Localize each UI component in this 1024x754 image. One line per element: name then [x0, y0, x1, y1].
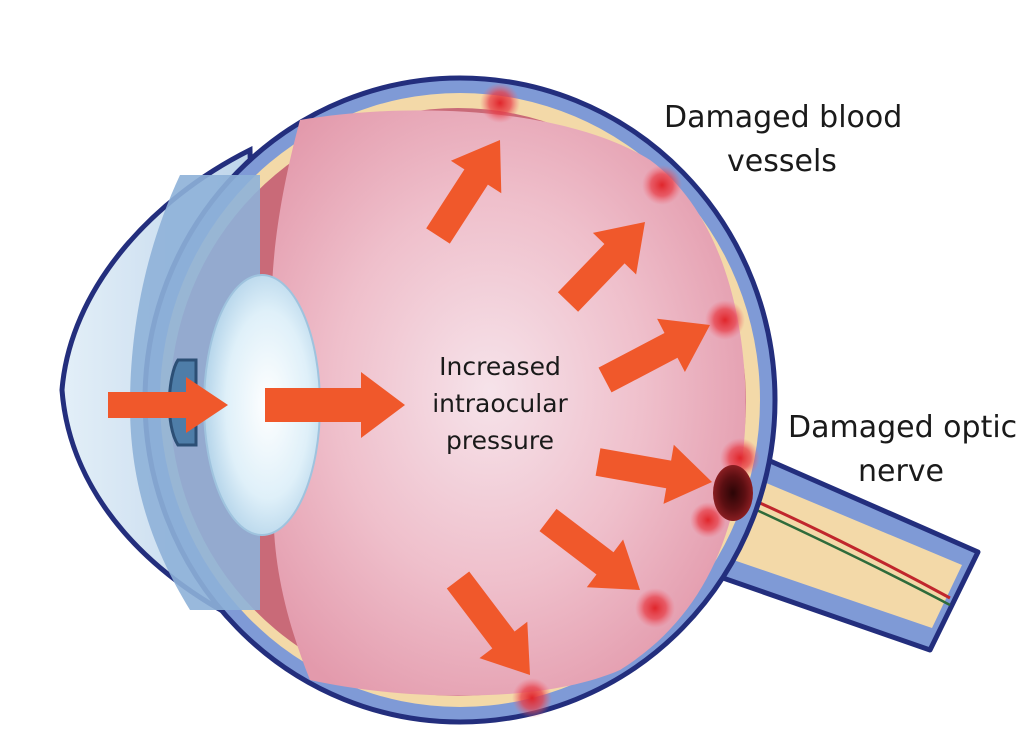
label-line: Damaged blood: [664, 100, 903, 135]
damaged-vessel-lesion: [690, 502, 726, 538]
pressure-arrow: [539, 508, 640, 590]
pressure-arrow: [557, 222, 645, 312]
pressure-arrow: [446, 571, 530, 675]
pressure-arrow: [595, 444, 712, 504]
damaged-vessel-lesion: [512, 678, 552, 718]
damaged-vessel-lesion: [705, 300, 745, 340]
label-line: Damaged optic: [788, 410, 1018, 445]
damaged-blood-vessels-label: Damaged blood vessels: [664, 96, 903, 184]
label-line: intraocular: [432, 389, 568, 418]
pressure-arrow: [598, 318, 710, 393]
optic-nerve-core: [710, 472, 962, 628]
pressure-arrow: [426, 140, 502, 244]
damaged-optic-nerve-label: Damaged optic nerve: [788, 406, 1018, 494]
damaged-vessel-lesion: [635, 588, 675, 628]
label-line: pressure: [446, 426, 554, 455]
label-line: vessels: [727, 144, 837, 179]
increased-pressure-label: Increased intraocular pressure: [410, 348, 590, 459]
damaged-vessel-lesion: [480, 83, 520, 123]
damaged-optic-disc: [713, 465, 753, 521]
pressure-arrow: [265, 372, 405, 438]
pressure-arrow: [108, 377, 228, 433]
optic-nerve-vessel-green: [734, 498, 951, 607]
label-line: Increased: [439, 352, 561, 381]
label-line: nerve: [857, 454, 944, 489]
damaged-vessel-lesion: [642, 165, 682, 205]
pressure-arrows: [108, 140, 712, 675]
